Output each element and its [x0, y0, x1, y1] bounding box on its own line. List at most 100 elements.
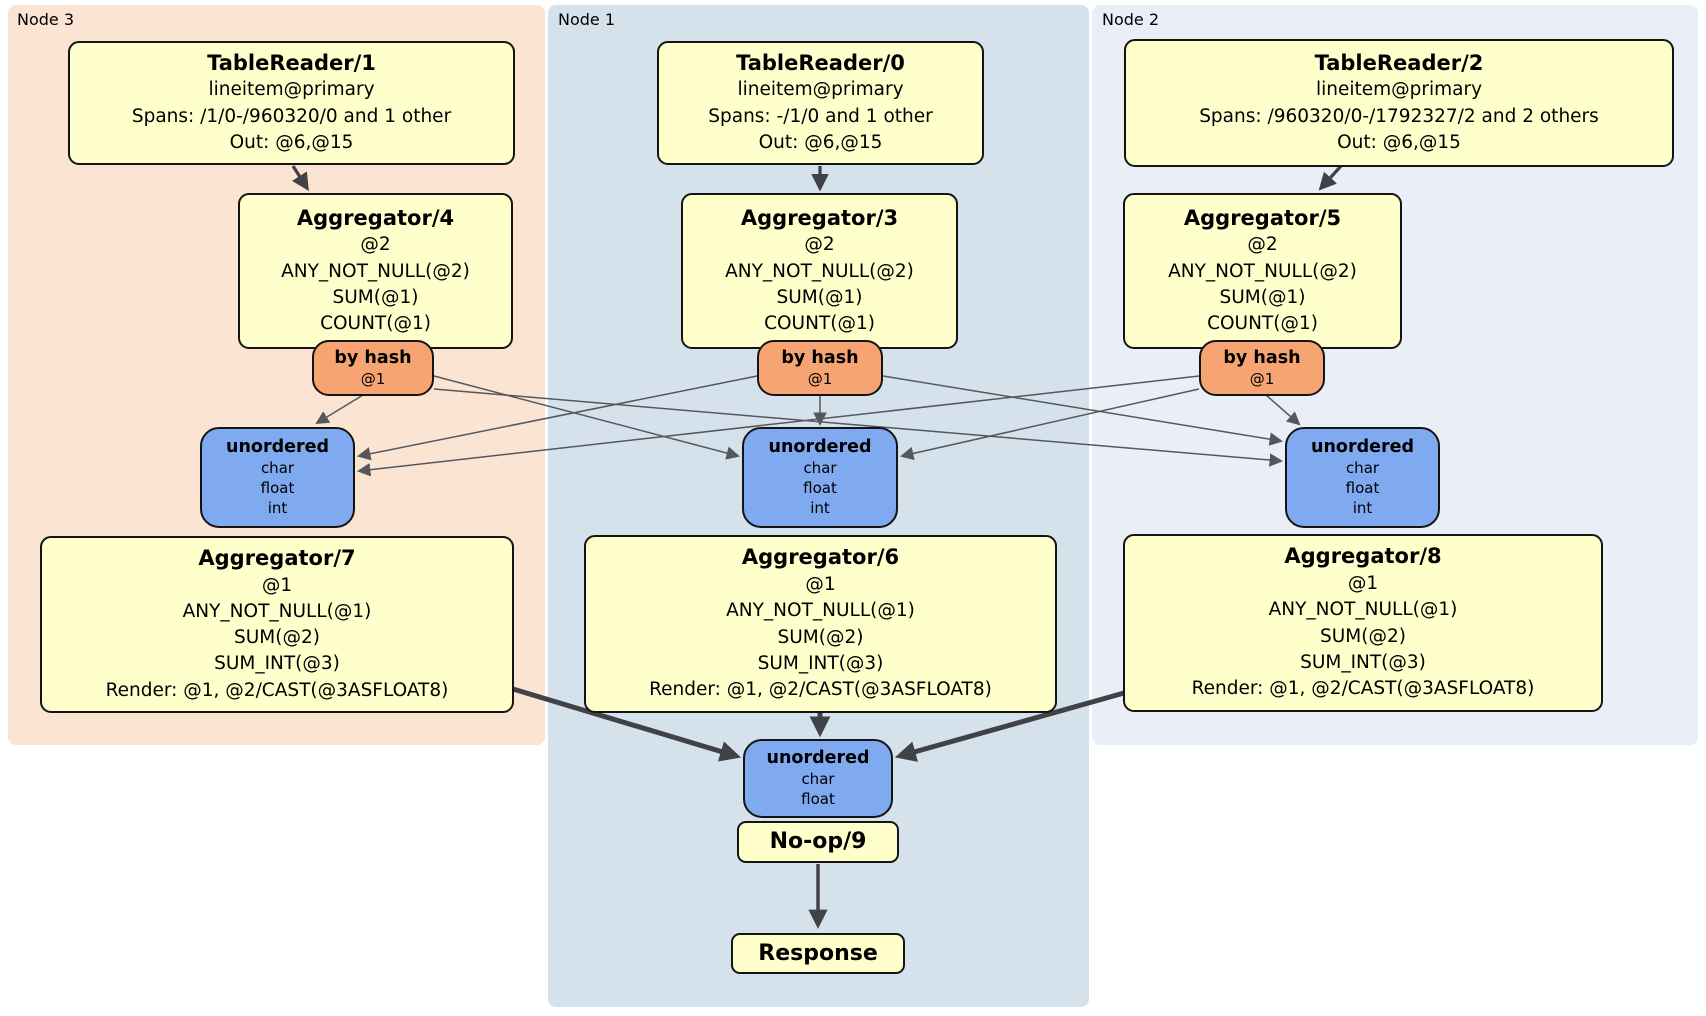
processor-line: @2: [804, 234, 835, 256]
processor-line: @1: [1347, 573, 1379, 595]
processor-line: SUM(@2): [234, 627, 320, 649]
edge-hash1-sync2: [882, 375, 1283, 446]
router-hash-node3: by hash @1: [312, 340, 434, 396]
processor-title: TableReader/0: [736, 50, 905, 75]
processor-tablereader-0: TableReader/0 lineitem@primary Spans: -/…: [657, 41, 984, 165]
processor-line: @1: [805, 574, 836, 596]
processor-response: Response: [731, 933, 905, 974]
processor-line: @1: [261, 574, 293, 596]
processor-title: Aggregator/3: [740, 205, 899, 230]
edge-hash2-sync1: [900, 388, 1200, 461]
router-key: @1: [1249, 369, 1275, 388]
sync-unordered-final: unordered char float: [743, 739, 893, 818]
processor-line: SUM(@2): [1320, 625, 1406, 647]
processor-line: SUM(@1): [332, 286, 419, 308]
sync-type: int: [1352, 498, 1373, 517]
sync-unordered-node2: unordered char float int: [1285, 427, 1440, 528]
sync-unordered-node1: unordered char float int: [742, 427, 898, 528]
edge-agg8-syncfinal: [894, 690, 1125, 762]
processor-aggregator-8: Aggregator/8 @1 ANY_NOT_NULL(@1) SUM(@2)…: [1123, 534, 1603, 712]
processor-line: ANY_NOT_NULL(@1): [1268, 599, 1458, 621]
node3-label: Node 3: [17, 10, 75, 29]
processor-line: lineitem@primary: [1315, 79, 1483, 101]
processor-line: Render: @1, @2/CAST(@3ASFLOAT8): [649, 679, 992, 701]
sync-type: char: [803, 459, 837, 478]
processor-line: Spans: /960320/0-/1792327/2 and 2 others: [1199, 105, 1599, 127]
processor-aggregator-4: Aggregator/4 @2 ANY_NOT_NULL(@2) SUM(@1)…: [238, 193, 513, 349]
processor-title: Response: [758, 940, 878, 966]
processor-line: Out: @6,@15: [758, 131, 883, 153]
sync-unordered-node3: unordered char float int: [200, 427, 355, 528]
sync-title: unordered: [1311, 437, 1414, 458]
sync-type: int: [267, 498, 288, 517]
node2-label: Node 2: [1102, 10, 1160, 29]
router-hash-node1: by hash @1: [757, 340, 883, 396]
processor-line: ANY_NOT_NULL(@2): [281, 260, 470, 282]
processor-line: SUM_INT(@3): [1300, 651, 1426, 673]
processor-line: Render: @1, @2/CAST(@3ASFLOAT8): [1191, 678, 1535, 700]
processor-title: TableReader/2: [1314, 50, 1484, 75]
edge-hash2-sync2: [1265, 394, 1301, 426]
processor-title: Aggregator/8: [1284, 544, 1442, 569]
processor-tablereader-2: TableReader/2 lineitem@primary Spans: /9…: [1124, 39, 1674, 167]
processor-aggregator-3: Aggregator/3 @2 ANY_NOT_NULL(@2) SUM(@1)…: [681, 193, 958, 349]
processor-title: Aggregator/4: [296, 205, 455, 230]
processor-line: ANY_NOT_NULL(@2): [725, 260, 914, 282]
processor-line: lineitem@primary: [208, 79, 375, 101]
sync-type: float: [801, 790, 835, 809]
node1-label: Node 1: [558, 10, 616, 29]
edge-hash1-sync3: [357, 375, 758, 461]
sync-type: float: [1345, 479, 1380, 498]
processor-title: TableReader/1: [207, 50, 376, 75]
router-title: by hash: [781, 347, 859, 368]
processor-line: @2: [360, 234, 391, 256]
sync-type: char: [1345, 459, 1380, 478]
sync-type: char: [260, 459, 295, 478]
processor-line: SUM(@2): [777, 626, 864, 648]
processor-line: COUNT(@1): [1207, 313, 1318, 335]
processor-title: Aggregator/7: [198, 545, 356, 570]
sync-type: char: [801, 770, 835, 789]
edge-hash3-sync3: [315, 394, 364, 425]
edge-tr1-agg4: [291, 165, 309, 191]
processor-line: COUNT(@1): [320, 313, 431, 335]
edge-agg7-syncfinal: [512, 686, 742, 762]
edge-hash3-sync2: [433, 388, 1284, 467]
processor-line: ANY_NOT_NULL(@2): [1168, 260, 1357, 282]
processor-aggregator-5: Aggregator/5 @2 ANY_NOT_NULL(@2) SUM(@1)…: [1123, 193, 1402, 349]
processor-line: SUM(@1): [776, 286, 863, 308]
processor-line: lineitem@primary: [737, 79, 904, 101]
edge-hash3-sync1: [433, 375, 740, 460]
processor-line: SUM_INT(@3): [214, 653, 340, 675]
sync-type: int: [810, 498, 830, 517]
processor-line: Spans: /1/0-/960320/0 and 1 other: [131, 105, 452, 127]
processor-line: Render: @1, @2/CAST(@3ASFLOAT8): [105, 679, 449, 701]
processor-line: Out: @6,@15: [229, 131, 354, 153]
router-title: by hash: [334, 347, 412, 368]
processor-line: @2: [1247, 234, 1278, 256]
processor-title: Aggregator/5: [1183, 205, 1342, 230]
sync-title: unordered: [226, 437, 329, 458]
processor-line: Spans: -/1/0 and 1 other: [708, 105, 933, 127]
processor-line: ANY_NOT_NULL(@1): [726, 600, 915, 622]
sync-type: float: [260, 479, 295, 498]
router-key: @1: [360, 369, 386, 388]
processor-line: ANY_NOT_NULL(@1): [182, 600, 372, 622]
processor-tablereader-1: TableReader/1 lineitem@primary Spans: /1…: [68, 41, 515, 165]
router-title: by hash: [1223, 347, 1301, 368]
edge-hash2-sync3: [356, 375, 1200, 477]
processor-noop-9: No-op/9: [737, 821, 899, 863]
processor-aggregator-7: Aggregator/7 @1 ANY_NOT_NULL(@1) SUM(@2)…: [40, 536, 514, 713]
processor-line: SUM(@1): [1219, 286, 1306, 308]
processor-title: No-op/9: [769, 829, 867, 855]
router-hash-node2: by hash @1: [1199, 340, 1325, 396]
processor-line: Out: @6,@15: [1337, 131, 1461, 153]
edge-tr2-agg5: [1318, 164, 1343, 191]
sync-title: unordered: [766, 748, 870, 769]
processor-title: Aggregator/6: [741, 545, 900, 570]
router-key: @1: [807, 369, 833, 388]
sync-type: float: [803, 479, 837, 498]
processor-aggregator-6: Aggregator/6 @1 ANY_NOT_NULL(@1) SUM(@2)…: [584, 535, 1057, 713]
sync-title: unordered: [768, 437, 872, 458]
